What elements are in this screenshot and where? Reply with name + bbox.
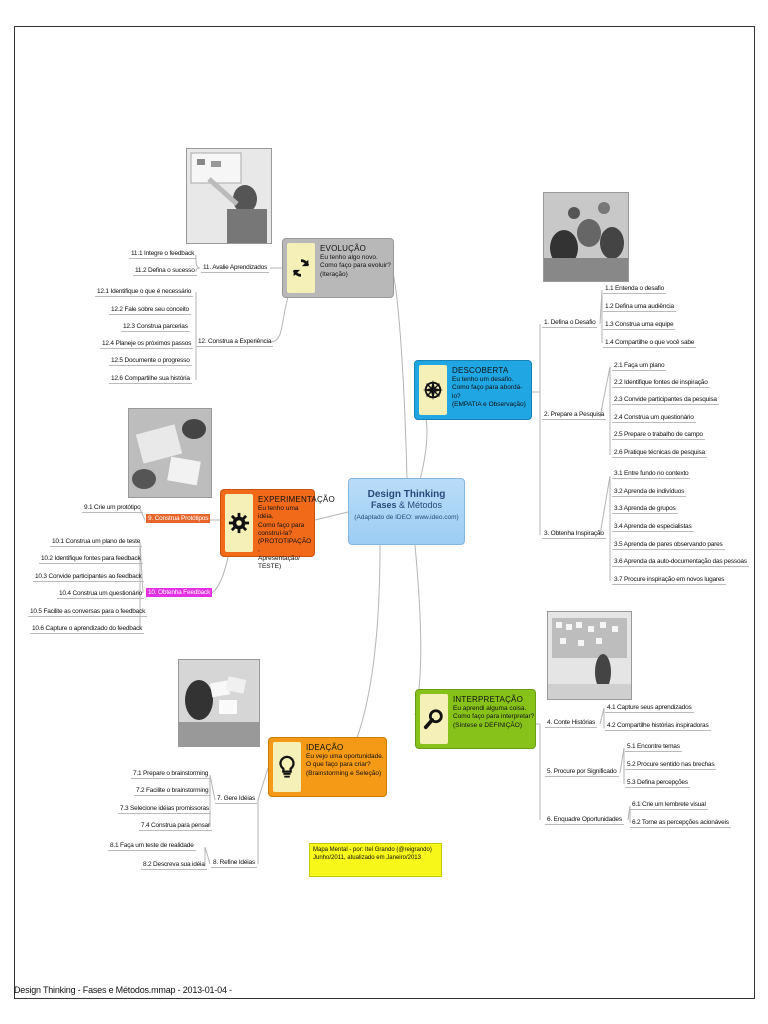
phase-title: INTERPRETAÇÃO <box>453 695 524 704</box>
gear-icon <box>225 494 253 552</box>
central-title: Design Thinking <box>367 489 446 500</box>
subtopic-2-5[interactable]: 2.5 Prepare o trabalho de campo <box>612 431 705 440</box>
subtopic-2-3[interactable]: 2.3 Convide participantes da pesquisa <box>612 396 719 405</box>
phase-descoberta[interactable]: DESCOBERTA Eu tenho um desafio.Como faço… <box>414 360 532 420</box>
central-topic[interactable]: Design Thinking Fases & Métodos (Adaptad… <box>348 478 465 545</box>
topic-7[interactable]: 7. Gere Idéias <box>215 795 258 804</box>
subtopic-8-1[interactable]: 8.1 Faça um teste de realidade <box>108 842 196 851</box>
phase-ideacao[interactable]: IDEAÇÃO Eu vejo uma oportunidade.O que f… <box>268 737 387 797</box>
photo-interpretacao <box>547 611 632 700</box>
subtopic-3-2[interactable]: 3.2 Aprenda de indivíduos <box>612 488 687 497</box>
phase-desc: Eu aprendi alguma coisa.Como faço para i… <box>453 705 535 729</box>
subtopic-12-6[interactable]: 12.6 Compartilhe sua história <box>109 375 192 384</box>
subtopic-3-4[interactable]: 3.4 Aprenda de especialistas <box>612 523 694 532</box>
refresh-icon <box>287 243 315 293</box>
photo-experimentacao <box>128 408 212 498</box>
subtopic-3-7[interactable]: 3.7 Procure inspiração em novos lugares <box>612 576 727 585</box>
topic-1[interactable]: 1. Defina o Desafio <box>542 319 598 328</box>
topic-12[interactable]: 12. Construa a Experiência <box>196 338 274 347</box>
map-sheet <box>14 26 755 999</box>
subtopic-10-3[interactable]: 10.3 Convide participantes ao feedback <box>33 573 144 582</box>
subtopic-7-4[interactable]: 7.4 Construa para pensar <box>139 822 212 831</box>
subtopic-10-6[interactable]: 10.6 Capture o aprendizado do feedback <box>30 625 145 634</box>
magnifier-icon <box>420 694 448 744</box>
author-note-line1: Mapa Mental - por: Itel Grando (@reigran… <box>313 847 432 853</box>
subtopic-2-4[interactable]: 2.4 Construa um questionário <box>612 414 696 423</box>
subtopic-1-3[interactable]: 1.3 Construa uma equipe <box>603 321 676 330</box>
central-subtitle: Fases & Métodos <box>370 500 443 510</box>
phase-desc: Eu tenho um desafio.Como faço para abord… <box>452 376 526 408</box>
phase-desc: Eu tenho algo novo.Como faço para evolui… <box>320 254 391 278</box>
phase-desc: Eu tenho uma idéia.Como faço para constr… <box>258 505 312 571</box>
topic-5[interactable]: 5. Procure por Significado <box>545 768 619 777</box>
subtopic-10-2[interactable]: 10.2 Identifique fontes para feedback <box>39 555 143 564</box>
subtopic-11-2[interactable]: 11.2 Defina o sucesso <box>133 267 197 276</box>
subtopic-10-5[interactable]: 10.5 Facilite as conversas para o feedba… <box>28 608 148 617</box>
author-note: Mapa Mental - por: Itel Grando (@reigran… <box>309 843 442 877</box>
photo-ideacao <box>178 659 260 747</box>
lightbulb-icon <box>273 742 301 792</box>
topic-3[interactable]: 3. Obtenha Inspiração <box>542 530 606 539</box>
subtopic-5-1[interactable]: 5.1 Encontre temas <box>625 743 682 752</box>
phase-title: IDEAÇÃO <box>306 743 344 752</box>
topic-2[interactable]: 2. Prepare a Pesquisa <box>542 411 607 420</box>
topic-10[interactable]: 10. Obtenha Feedback <box>146 588 213 597</box>
subtopic-7-3[interactable]: 7.3 Selecione idéias promissoras <box>118 805 211 814</box>
subtopic-6-2[interactable]: 6.2 Torne as percepções acionáveis <box>630 819 731 828</box>
phase-title: EVOLUÇÃO <box>320 244 367 253</box>
compass-icon <box>419 365 447 415</box>
subtopic-3-6[interactable]: 3.6 Aprenda da auto-documentação das pes… <box>612 558 749 567</box>
subtopic-1-4[interactable]: 1.4 Compartilhe o que você sabe <box>603 339 697 348</box>
topic-9[interactable]: 9. Construa Protótipos <box>146 514 211 523</box>
phase-interpretacao[interactable]: INTERPRETAÇÃO Eu aprendi alguma coisa.Co… <box>415 689 536 749</box>
subtopic-3-5[interactable]: 3.5 Aprenda de pares observando pares <box>612 541 725 550</box>
file-footer: Design Thinking - Fases e Métodos.mmap -… <box>14 985 232 995</box>
topic-11[interactable]: 11. Avalie Aprendizados <box>201 264 270 273</box>
phase-title: EXPERIMENTAÇÃO <box>258 495 335 504</box>
subtopic-3-3[interactable]: 3.3 Aprenda de grupos <box>612 505 678 514</box>
subtopic-1-1[interactable]: 1.1 Entenda o desafio <box>603 285 667 294</box>
subtopic-8-2[interactable]: 8.2 Descreva sua idéia <box>141 861 207 870</box>
subtopic-11-1[interactable]: 11.1 Integre o feedback <box>129 250 197 259</box>
phase-title: DESCOBERTA <box>452 366 509 375</box>
topic-6[interactable]: 6. Enquadre Oportunidades <box>545 816 624 825</box>
central-source: (Adaptado de IDEO: www.ideo.com) <box>354 514 459 521</box>
phase-desc: Eu vejo uma oportunidade.O que faço para… <box>306 753 384 777</box>
subtopic-5-2[interactable]: 5.2 Procure sentido nas brechas <box>625 761 717 770</box>
subtopic-12-2[interactable]: 12.2 Fale sobre seu conceito <box>109 306 191 315</box>
subtopic-1-2[interactable]: 1.2 Defina uma audiência <box>603 303 676 312</box>
subtopic-12-1[interactable]: 12.1 Identifique o que é necessário <box>95 288 194 297</box>
subtopic-4-1[interactable]: 4.1 Capture seus aprendizados <box>605 704 694 713</box>
photo-descoberta <box>543 192 629 282</box>
subtopic-12-4[interactable]: 12.4 Planeje os próximos passos <box>100 340 194 349</box>
subtopic-7-2[interactable]: 7.2 Facilite o brainstorming <box>134 787 211 796</box>
topic-4[interactable]: 4. Conte Histórias <box>545 719 598 728</box>
subtopic-10-1[interactable]: 10.1 Construa um plano de teste <box>50 538 143 547</box>
subtopic-2-1[interactable]: 2.1 Faça um plano <box>612 362 667 371</box>
subtopic-2-6[interactable]: 2.6 Pratique técnicas de pesquisa <box>612 449 707 458</box>
subtopic-12-3[interactable]: 12.3 Construa parcerias <box>121 323 190 332</box>
phase-evolucao[interactable]: EVOLUÇÃO Eu tenho algo novo.Como faço pa… <box>282 238 394 298</box>
phase-experimentacao[interactable]: EXPERIMENTAÇÃO Eu tenho uma idéia.Como f… <box>220 489 335 570</box>
subtopic-7-1[interactable]: 7.1 Prepare o brainstorming <box>131 770 211 779</box>
subtopic-6-1[interactable]: 6.1 Crie um lembrete visual <box>630 801 708 810</box>
subtopic-10-4[interactable]: 10.4 Construa um questionário <box>57 590 145 599</box>
subtopic-4-2[interactable]: 4.2 Compartilhe histórias inspiradoras <box>605 722 711 731</box>
photo-evolucao <box>186 148 272 244</box>
subtopic-2-2[interactable]: 2.2 Identifique fontes de inspiração <box>612 379 710 388</box>
subtopic-9-1[interactable]: 9.1 Crie um protótipo <box>82 504 143 513</box>
subtopic-5-3[interactable]: 5.3 Defina percepções <box>625 779 690 788</box>
author-note-line2: Junho/2011, atualizado em Janeiro/2013 <box>313 855 421 861</box>
subtopic-3-1[interactable]: 3.1 Entre fundo no contexto <box>612 470 691 479</box>
subtopic-12-5[interactable]: 12.5 Documente o progresso <box>109 357 192 366</box>
topic-8[interactable]: 8. Refine Idéias <box>211 859 257 868</box>
